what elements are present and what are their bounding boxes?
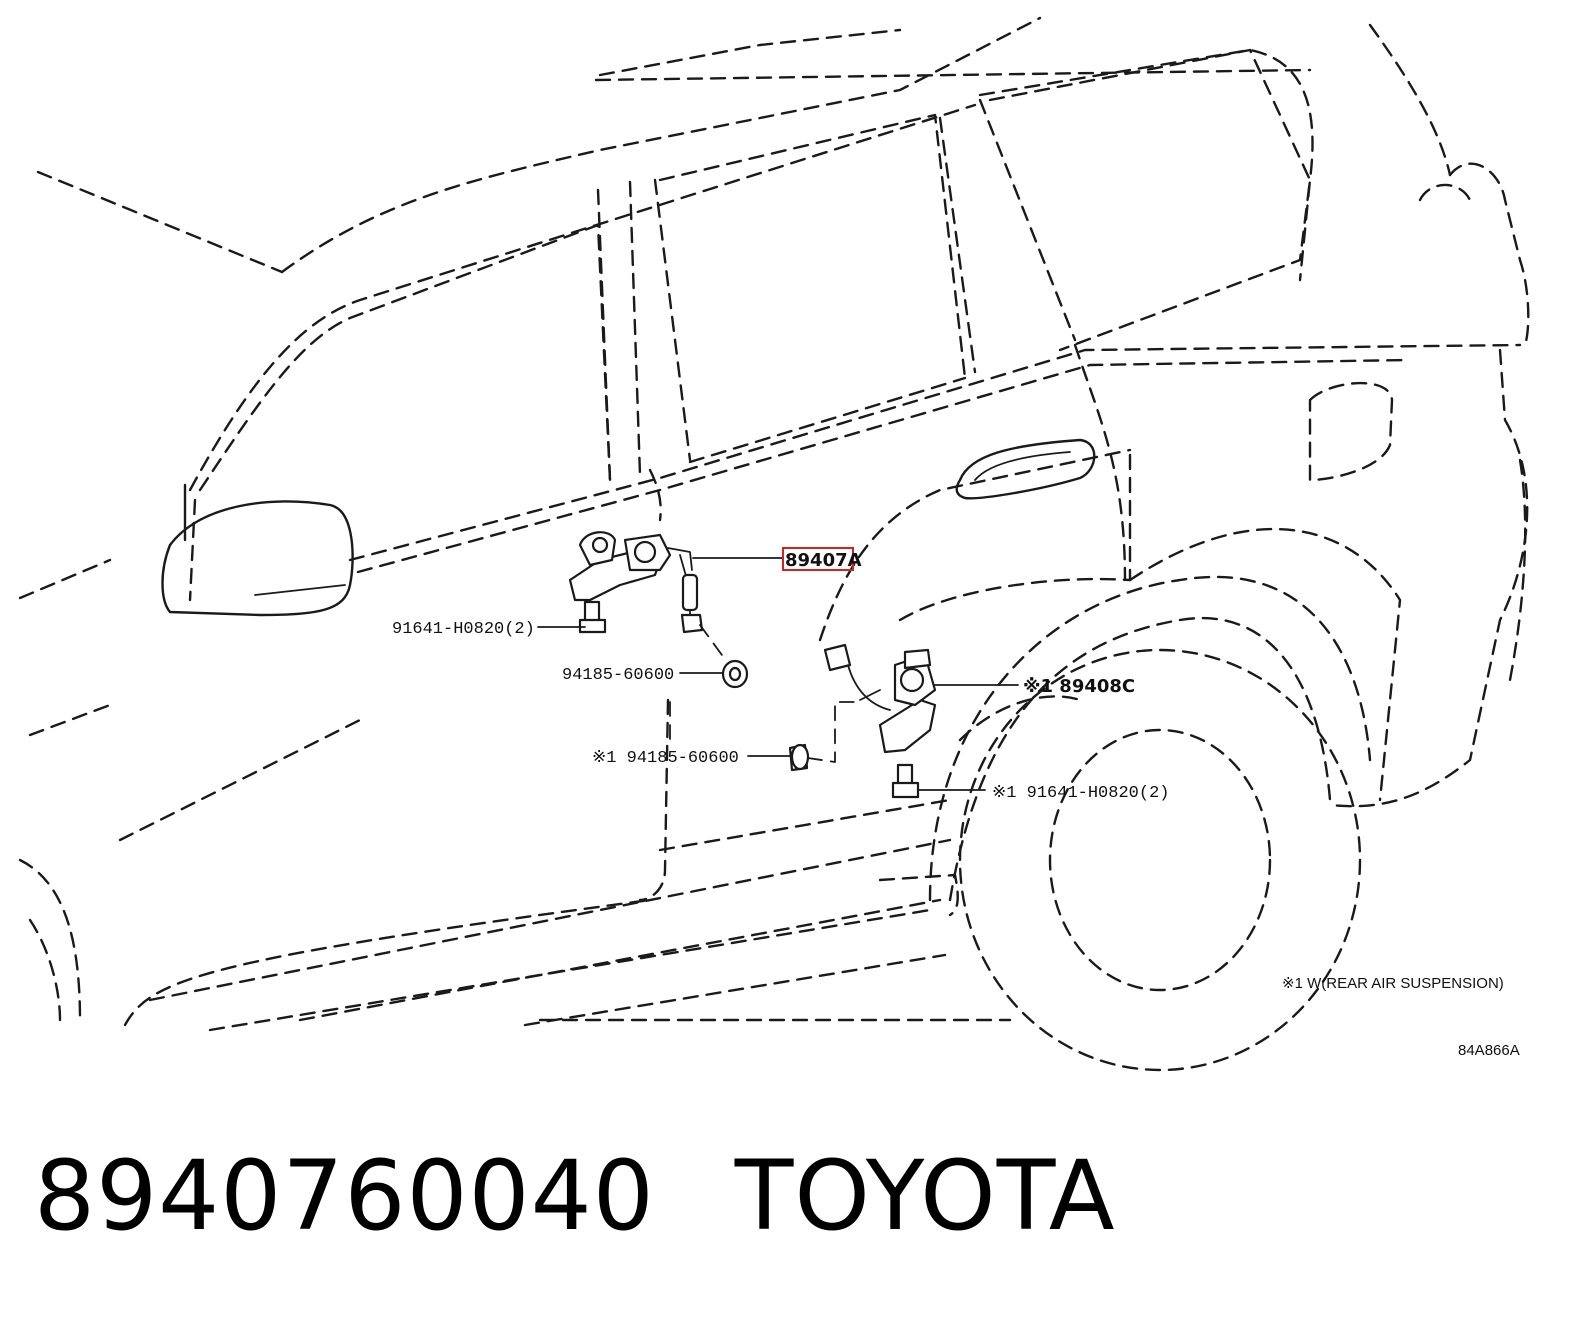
leader-lines (537, 557, 1019, 791)
bolt-rear-icon (891, 763, 920, 799)
label-bolt-rear[interactable]: ※1 91641-H0820(2) (992, 784, 1169, 803)
brand-name: TOYOTA (734, 1140, 1116, 1252)
label-nut-rear[interactable]: ※1 94185-60600 (592, 749, 739, 768)
label-bolt-left[interactable]: 91641-H0820(2) (392, 620, 535, 639)
highlight-box (782, 547, 854, 571)
footnote: ※1 W(REAR AIR SUSPENSION) (1282, 975, 1504, 992)
parts-diagram: 89407A 91641-H0820(2) 94185-60600 ※1 941… (18, 16, 1530, 1072)
callout-labels: 89407A 91641-H0820(2) 94185-60600 ※1 941… (392, 547, 1520, 1059)
part-number: 8940760040 (34, 1140, 655, 1252)
height-sensor-front (568, 531, 704, 634)
nut-rear-icon (788, 743, 810, 772)
nut-left-icon (721, 659, 749, 689)
vehicle-outline (18, 16, 1530, 1072)
label-nut-left[interactable]: 94185-60600 (562, 666, 674, 685)
bolt-left-icon (578, 600, 607, 634)
figure-code: 84A866A (1458, 1042, 1520, 1059)
label-main-part[interactable]: 89407A (785, 550, 862, 571)
side-mirror (161, 483, 354, 617)
label-rear-sensor[interactable]: ※1 89408C (1023, 676, 1135, 697)
door-handle (955, 438, 1096, 500)
part-caption: 8940760040 TOYOTA (34, 1140, 1116, 1252)
height-sensor-rear (823, 643, 937, 754)
